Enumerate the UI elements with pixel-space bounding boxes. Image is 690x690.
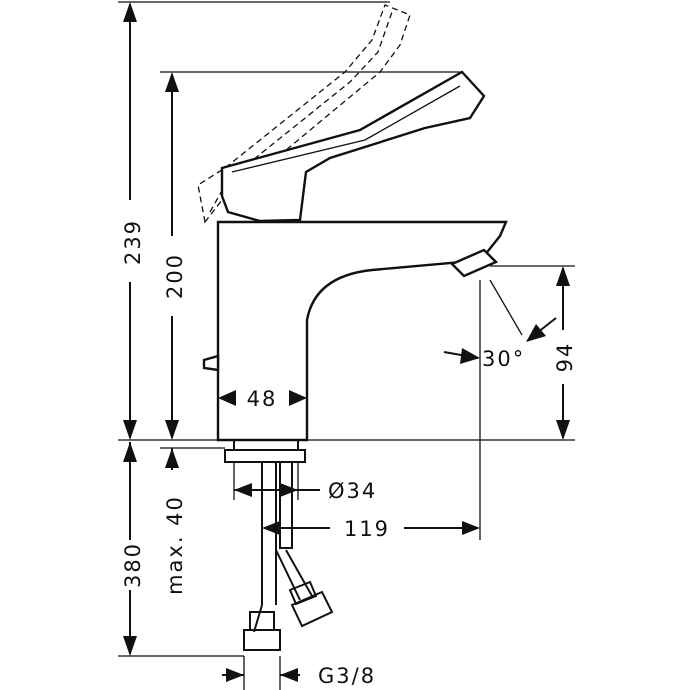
extension-lines [118,1,575,690]
aerator [449,248,499,278]
popup-rod [279,461,293,549]
dimension-lines [123,2,570,682]
hose-fitting-left [243,629,281,651]
dimension-labels: 239 200 94 30° 48 Ø34 119 max. 40 380 G3… [121,219,577,688]
hose-right-2 [285,549,313,597]
hose-fitting-left-top [249,611,275,631]
hose-fitting-right-top [288,580,318,606]
mounting-washer [224,449,306,463]
lever-groove [231,85,461,173]
hose-fitting-right [290,590,334,628]
lever-height-label: 200 [163,253,187,299]
body-width-label: 48 [247,387,278,411]
total-height-label: 239 [121,219,145,265]
mounting-nut [233,439,299,451]
hose-right [275,549,301,601]
spout-angle-label: 30° [482,347,525,371]
hose-length-label: 380 [121,542,145,588]
spout-reach-label: 119 [344,517,390,541]
max-deck-thickness-label: max. 40 [163,495,187,595]
lever-raised-dashed [197,4,411,224]
hose-left [253,604,263,633]
thread-diameter-label: Ø34 [328,479,377,503]
connection-thread-label: G3/8 [318,664,376,688]
spout-height-label: 94 [553,342,577,373]
popup-knob [202,354,220,372]
faucet-outline [197,4,508,651]
